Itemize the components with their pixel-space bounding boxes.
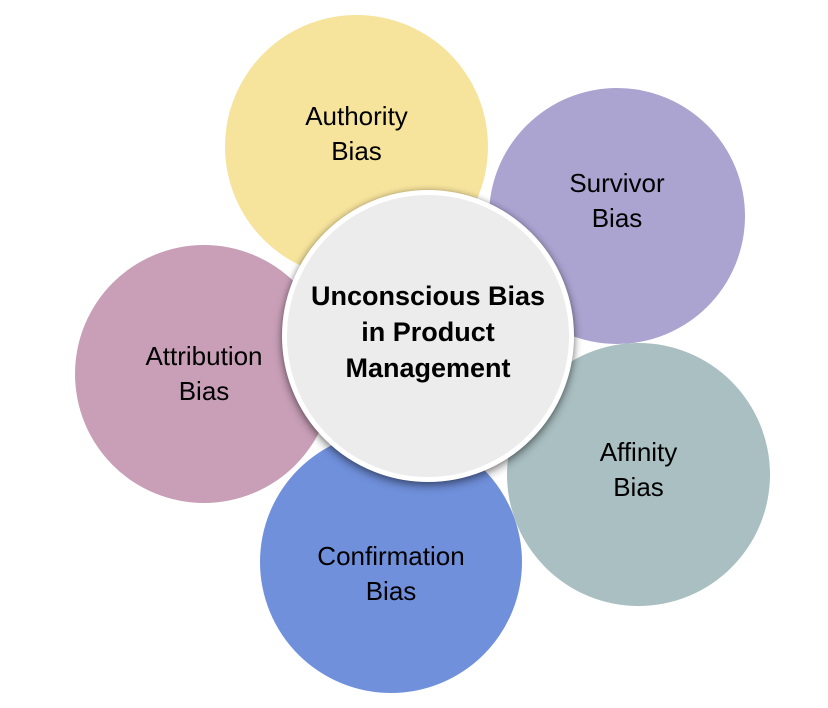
label-line: Bias <box>591 203 643 233</box>
label-line: Management <box>345 353 511 383</box>
center-hub-circle: Unconscious Bias in Product Management <box>282 190 574 482</box>
label-line: Unconscious Bias <box>310 281 546 311</box>
label-line: Bias <box>331 135 382 166</box>
label-line: Confirmation <box>317 541 465 571</box>
label-line: Bias <box>365 576 417 606</box>
affinity-bias-label: Affinity Bias <box>507 435 770 505</box>
label-line: Affinity <box>599 436 678 467</box>
label-line: Bias <box>178 376 230 406</box>
confirmation-bias-label: Confirmation Bias <box>260 539 522 609</box>
survivor-bias-label: Survivor Bias <box>489 166 745 236</box>
attribution-bias-label: Attribution Bias <box>75 339 333 409</box>
label-line: Attribution <box>145 341 263 371</box>
label-line: Survivor <box>569 168 665 198</box>
authority-bias-label: Authority Bias <box>225 99 488 169</box>
center-hub-title: Unconscious Bias in Product Management <box>287 278 569 386</box>
label-line: Authority <box>305 100 408 131</box>
label-line: in Product <box>361 317 495 347</box>
label-line: Bias <box>613 471 664 502</box>
